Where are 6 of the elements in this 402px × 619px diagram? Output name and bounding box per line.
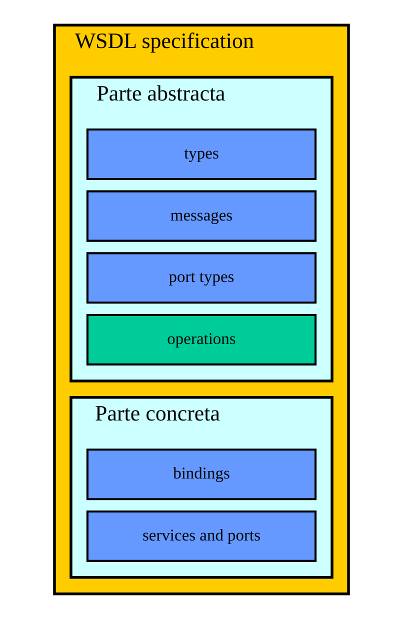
node-box: messages <box>86 190 316 242</box>
node-box: operations <box>86 314 316 366</box>
node-box: port types <box>86 252 316 304</box>
node-box: types <box>86 128 316 180</box>
node-box: services and ports <box>86 510 316 562</box>
node-box: bindings <box>86 448 316 500</box>
